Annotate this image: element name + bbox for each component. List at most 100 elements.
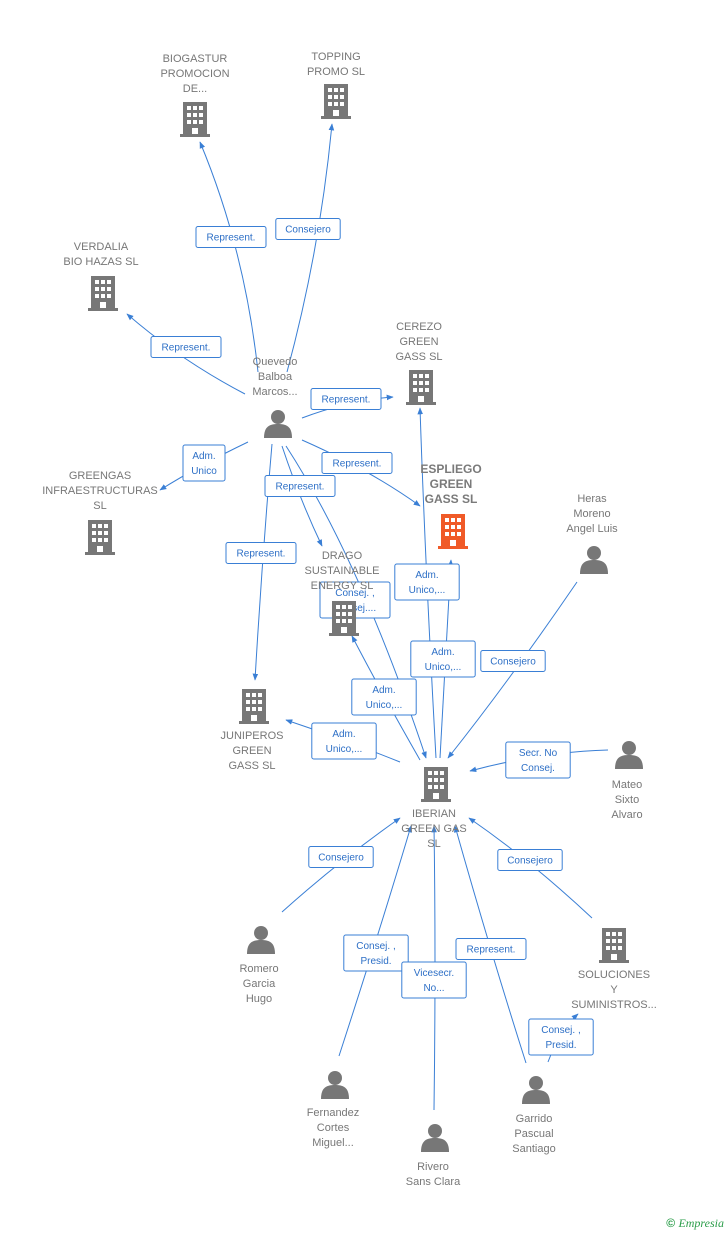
edge-label-text: Represent.: [322, 395, 371, 406]
edge-label-quevedo-biogastur[interactable]: Represent.: [195, 226, 267, 248]
edge-label-text: Unico,...: [425, 662, 462, 673]
edge-label-text: Consej.: [521, 763, 555, 774]
node-label-cerezo: GREEN: [399, 336, 438, 348]
edge-label-box: [195, 226, 267, 248]
edge-label-text: Represent.: [467, 945, 516, 956]
edge-quevedo-biogastur: [199, 141, 259, 373]
person-icon[interactable]: [615, 741, 643, 769]
person-icon[interactable]: [580, 546, 608, 574]
node-label-soluciones: SOLUCIONES: [578, 969, 650, 981]
node-label-quevedo: Marcos...: [252, 386, 297, 398]
edge-label-quevedo-verdalia[interactable]: Represent.: [150, 336, 222, 358]
person-icon[interactable]: [321, 1071, 349, 1099]
node-label-heras: Heras: [577, 493, 607, 505]
edge-label-text: Unico,...: [366, 700, 403, 711]
node-label-greengas: INFRAESTRUCTURAS: [42, 485, 158, 497]
node-label-heras: Moreno: [573, 508, 610, 520]
edge-label-text: Secr. No: [519, 748, 558, 759]
building-icon[interactable]: [329, 601, 359, 636]
building-icon[interactable]: [406, 370, 436, 405]
person-icon[interactable]: [247, 926, 275, 954]
edge-label-iberian-cerezo[interactable]: Adm.Unico,...: [394, 563, 460, 601]
node-label-drago: DRAGO: [322, 550, 363, 562]
node-label-cerezo: GASS SL: [395, 351, 442, 363]
building-icon[interactable]: [180, 102, 210, 137]
edge-label-fernandez-iberian[interactable]: Consej. ,Presid.: [343, 934, 409, 972]
edge-label-box: [275, 218, 341, 240]
edge-label-text: Consejero: [490, 657, 536, 668]
node-label-topping: PROMO SL: [307, 66, 365, 78]
node-fernandez[interactable]: FernandezCortesMiguel...: [307, 1071, 360, 1149]
edge-label-text: Adm.: [415, 570, 438, 581]
node-label-biogastur: PROMOCION: [160, 68, 229, 80]
edge-label-iberian-drago[interactable]: Adm. Unico,...: [351, 678, 417, 716]
node-label-quevedo: Balboa: [258, 371, 293, 383]
edge-label-romero-iberian[interactable]: Consejero: [308, 846, 374, 868]
edge-label-rivero-iberian[interactable]: Vicesecr. No...: [401, 961, 467, 999]
building-icon[interactable]: [88, 276, 118, 311]
node-label-drago: ENERGY SL: [311, 580, 374, 592]
edge-label-text: Adm.: [372, 685, 395, 696]
building-icon[interactable]: [421, 767, 451, 802]
edge-label-garrido-iberian[interactable]: Represent.: [455, 938, 527, 960]
edge-label-box: [394, 563, 460, 601]
node-soluciones[interactable]: SOLUCIONESYSUMINISTROS...: [571, 928, 657, 1011]
edge-label-text: Adm.: [431, 647, 454, 658]
edge-label-soluciones-iberian[interactable]: Consejero: [497, 849, 563, 871]
building-icon[interactable]: [438, 514, 468, 549]
building-icon[interactable]: [85, 520, 115, 555]
edge-quevedo-drago: [281, 445, 323, 547]
edge-label-text: Consej. ,: [335, 588, 374, 599]
node-label-garrido: Pascual: [514, 1128, 553, 1140]
node-label-rivero: Sans Clara: [406, 1176, 461, 1188]
node-label-fernandez: Fernandez: [307, 1107, 360, 1119]
edge-label-iberian-juniperos[interactable]: Adm.Unico,...: [311, 722, 377, 760]
edge-label-quevedo-drago[interactable]: Represent.: [264, 475, 336, 497]
edge-label-text: Vicesecr.: [414, 968, 454, 979]
building-icon[interactable]: [321, 84, 351, 119]
edge-label-quevedo-topping[interactable]: Consejero: [275, 218, 341, 240]
edge-label-text: No...: [423, 983, 444, 994]
edge-label-heras-iberian[interactable]: Consejero: [480, 650, 546, 672]
edge-label-iberian-espliego[interactable]: Adm. Unico,...: [410, 640, 476, 678]
edge-label-garrido-soluciones[interactable]: Consej. , Presid.: [528, 1018, 594, 1056]
edge-label-text: Presid.: [545, 1040, 576, 1051]
edge-label-text: Consej. ,: [541, 1025, 580, 1036]
edge-label-quevedo-cerezo[interactable]: Represent.: [310, 388, 382, 410]
node-label-garrido: Santiago: [512, 1143, 555, 1155]
person-icon[interactable]: [522, 1076, 550, 1104]
person-icon[interactable]: [264, 410, 292, 438]
edge-label-quevedo-espliego[interactable]: Represent.: [321, 452, 393, 474]
person-icon[interactable]: [421, 1124, 449, 1152]
edge-label-box: [182, 444, 226, 482]
edge-label-quevedo-greengas[interactable]: Adm.Unico: [182, 444, 226, 482]
node-label-fernandez: Miguel...: [312, 1137, 354, 1149]
node-label-verdalia: VERDALIA: [74, 241, 129, 253]
building-icon[interactable]: [239, 689, 269, 724]
edge-label-box: [308, 846, 374, 868]
brand-logo[interactable]: Empresia: [678, 1216, 724, 1230]
node-label-greengas: SL: [93, 500, 106, 512]
node-quevedo[interactable]: QuevedoBalboaMarcos...: [252, 356, 298, 438]
node-label-fernandez: Cortes: [317, 1122, 350, 1134]
edge-label-quevedo-juniperos[interactable]: Represent.: [225, 542, 297, 564]
node-biogastur[interactable]: BIOGASTURPROMOCIONDE...: [160, 53, 230, 137]
edge-label-box: [311, 722, 377, 760]
node-label-iberian: SL: [427, 838, 440, 850]
edge-label-mateo-iberian[interactable]: Secr. No Consej.: [505, 741, 571, 779]
building-icon[interactable]: [599, 928, 629, 963]
edge-label-box: [264, 475, 336, 497]
